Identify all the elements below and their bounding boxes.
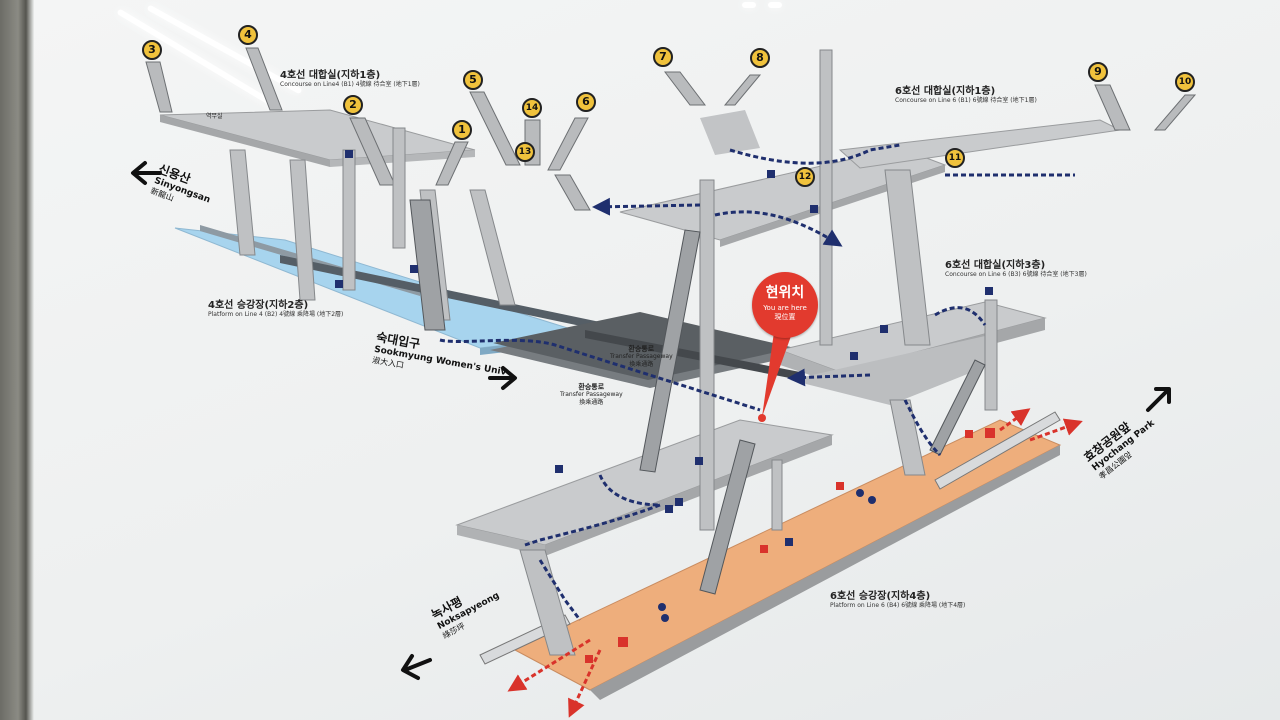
- line6-platform-subtitle: Platform on Line 6 (B4) 6號線 乘降場 (地下4層): [830, 601, 966, 609]
- you-are-here-en: You are here: [763, 304, 807, 312]
- exit-badge-8: 8: [750, 48, 770, 68]
- exit-badge-10: 10: [1175, 72, 1195, 92]
- line6-concourse-b3-subtitle: Concourse on Line 6 (B3) 6號線 待合室 (地下3層): [945, 270, 1087, 278]
- transfer-passageway-hz-2: 換乘通路: [579, 398, 604, 406]
- exit-badge-6: 6: [576, 92, 596, 112]
- exit-badge-13: 13: [515, 142, 535, 162]
- you-are-here-ko: 현위치: [765, 285, 805, 301]
- line6-concourse-b1-subtitle: Concourse on Line 6 (B1) 6號線 待合室 (地下1層): [895, 96, 1037, 104]
- exit-badge-9: 9: [1088, 62, 1108, 82]
- light-reflection: [768, 2, 782, 8]
- line6-concourse-b1-title: 6호선 대합실(지하1층): [895, 86, 996, 97]
- line4-concourse-subtitle: Concourse on Line4 (B1) 4號線 待合室 (地下1層): [280, 80, 420, 88]
- transfer-passageway-label-lower: 환승통로 Transfer Passageway 換乘通路: [560, 383, 623, 406]
- you-are-here-hz: 現位置: [774, 313, 796, 321]
- route-paths: [439, 143, 1075, 621]
- support-columns: [229, 49, 998, 656]
- facility-icons: [335, 150, 993, 622]
- transfer-passageway-en: Transfer Passageway: [610, 353, 673, 361]
- exit-badge-14: 14: [522, 98, 542, 118]
- line6-concourse-b3-title: 6호선 대합실(지하3층): [945, 260, 1046, 271]
- line6-platform-label: 6호선 승강장(지하4층) Platform on Line 6 (B4) 6號…: [830, 591, 965, 609]
- direction-arrows: [131, 161, 1171, 680]
- exit-badge-7: 7: [653, 47, 673, 67]
- exit-badge-3: 3: [142, 40, 162, 60]
- transfer-passageway-ko-2: 환승통로: [578, 383, 605, 391]
- station-office-label: 역무실: [206, 113, 223, 120]
- line4-platform-title: 4호선 승강장(지하2층): [208, 300, 309, 311]
- exit-badge-1: 1: [452, 120, 472, 140]
- exit-badge-5: 5: [463, 70, 483, 90]
- transfer-passageway-en-2: Transfer Passageway: [560, 391, 623, 399]
- line4-platform-subtitle: Platform on Line 4 (B2) 4號線 乘降場 (地下2層): [208, 310, 344, 318]
- line6-platform-title: 6호선 승강장(지하4층): [830, 591, 931, 602]
- exit-badge-11: 11: [945, 148, 965, 168]
- you-are-here-pointer: [758, 325, 795, 422]
- escalators: [409, 199, 986, 595]
- line4-concourse-title: 4호선 대합실(지하1층): [280, 70, 381, 81]
- transfer-passageway-hz: 換乘通路: [629, 360, 654, 368]
- exit-badge-12: 12: [795, 167, 815, 187]
- exit-badge-2: 2: [343, 95, 363, 115]
- line4-concourse-label: 4호선 대합실(지하1층) Concourse on Line4 (B1) 4號…: [280, 70, 420, 88]
- transfer-passageway-label-upper: 환승통로 Transfer Passageway 換乘通路: [610, 345, 673, 368]
- line6-concourse-b1-label: 6호선 대합실(지하1층) Concourse on Line 6 (B1) 6…: [895, 86, 1037, 104]
- transfer-passageways: [490, 312, 800, 388]
- red-exit-routes: [507, 408, 1083, 718]
- exit-badge-4: 4: [238, 25, 258, 45]
- transfer-passageway-ko: 환승통로: [628, 345, 655, 353]
- light-reflection: [742, 2, 756, 8]
- line6-concourse-b3-label: 6호선 대합실(지하3층) Concourse on Line 6 (B3) 6…: [945, 260, 1087, 278]
- line4-platform-label: 4호선 승강장(지하2층) Platform on Line 4 (B2) 4號…: [208, 300, 343, 318]
- exit-man-icons: [585, 428, 995, 663]
- you-are-here-marker: 현위치 You are here 現位置: [752, 272, 818, 338]
- line6-concourse-b1: [619, 110, 1122, 247]
